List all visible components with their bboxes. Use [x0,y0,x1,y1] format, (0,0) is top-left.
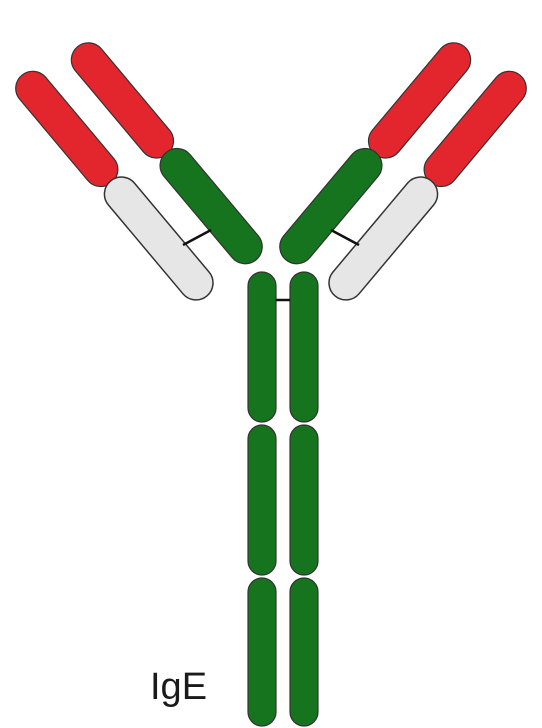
left-ch4-domain [248,578,276,726]
left-ch2-domain [248,272,276,422]
left-heavy-chain-stem [248,272,276,726]
antibody-label: IgE [150,668,207,706]
right-heavy-chain-stem [290,272,318,726]
left-light-heavy-disulfide-bond [183,230,211,245]
right-ch2-domain [290,272,318,422]
right-ch3-domain [290,425,318,575]
right-ch4-domain [290,578,318,726]
left-ch3-domain [248,425,276,575]
right-light-heavy-disulfide-bond [331,230,359,245]
